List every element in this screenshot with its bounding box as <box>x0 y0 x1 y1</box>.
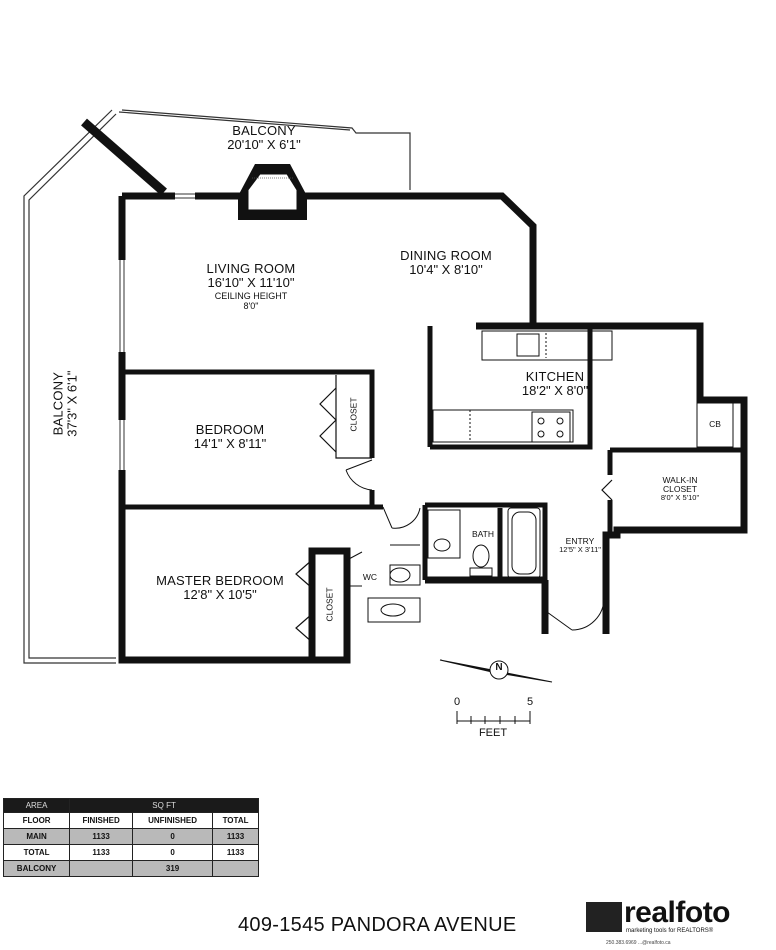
table-cell: MAIN <box>2 828 71 845</box>
kitchen-label: KITCHEN 18'2" X 8'0" <box>505 370 605 397</box>
balcony-top-label: BALCONY 20'10" X 6'1" <box>204 124 324 151</box>
kitchen-counters <box>432 330 734 448</box>
table-cell: 0 <box>132 828 214 845</box>
compass-letter: N <box>495 662 503 673</box>
scale-unit: FEET <box>478 727 508 739</box>
bedroom-label: BEDROOM 14'1" X 8'11" <box>175 423 285 450</box>
living-room-name: LIVING ROOM <box>206 261 296 276</box>
dining-room-dims: 10'4" X 8'10" <box>409 261 483 277</box>
balcony-side-label: BALCONY 37'3" X 6'1" <box>50 349 79 459</box>
table-cell <box>212 860 259 877</box>
table-row: MAIN 1133 0 1133 <box>2 828 259 845</box>
brand-name: realfoto <box>624 896 731 929</box>
table-cell: BALCONY <box>2 860 71 877</box>
table-cell <box>69 860 134 877</box>
area-table-header: AREA SQ FT <box>2 798 259 813</box>
scale-bar <box>456 711 531 724</box>
col-floor: FLOOR <box>2 812 71 829</box>
table-row: BALCONY 319 <box>2 860 259 877</box>
brand-contact: 250.383.6969 ...@realfoto.ca <box>606 940 671 946</box>
brand-mark-icon <box>586 902 622 932</box>
walk-in-closet-dims: 8'0" X 5'10" <box>660 492 700 502</box>
interior-walls <box>122 326 744 580</box>
balcony-wall-stub <box>81 118 167 196</box>
kitchen-dims: 18'2" X 8'0" <box>521 382 589 398</box>
area-header-label: AREA <box>2 798 71 813</box>
col-total: TOTAL <box>212 812 259 829</box>
property-address: 409-1545 PANDORA AVENUE <box>238 914 517 936</box>
walk-in-closet-name2: CLOSET <box>662 483 697 494</box>
living-room-label: LIVING ROOM 16'10" X 11'10" CEILING HEIG… <box>186 262 316 311</box>
bath-name: BATH <box>471 529 495 539</box>
balcony-top-name: BALCONY <box>232 123 296 138</box>
area-table-columns: FLOOR FINISHED UNFINISHED TOTAL <box>2 812 259 829</box>
door-swings <box>345 459 605 631</box>
ceiling-height-value: 8'0" <box>243 300 259 311</box>
col-unfinished: UNFINISHED <box>132 812 214 829</box>
table-cell: 1133 <box>69 828 134 845</box>
entry-name: ENTRY <box>565 536 595 546</box>
wc-name: WC <box>362 572 378 582</box>
balcony-outline <box>23 109 411 664</box>
sqft-header-label: SQ FT <box>69 798 259 813</box>
table-cell: 1133 <box>212 844 259 861</box>
dining-room-name: DINING ROOM <box>400 248 492 263</box>
bath-fixtures <box>367 507 541 623</box>
scale-start: 0 <box>453 696 461 708</box>
table-cell: TOTAL <box>2 844 71 861</box>
entry-dims: 12'5" X 3'11" <box>559 544 601 554</box>
balcony-top-dims: 20'10" X 6'1" <box>227 136 301 152</box>
bedroom-dims: 14'1" X 8'11" <box>193 435 267 451</box>
windows <box>119 193 195 470</box>
master-bedroom-dims: 12'8" X 10'5" <box>183 586 257 602</box>
scale-end: 5 <box>526 696 534 708</box>
closet-master-name: CLOSET <box>324 587 335 622</box>
brand-logo: realfoto marketing tools for REALTORS® 2… <box>586 896 756 946</box>
cb-name: CB <box>709 419 721 429</box>
brand-tagline: marketing tools for REALTORS® <box>626 928 714 934</box>
table-row: TOTAL 1133 0 1133 <box>2 844 259 861</box>
col-finished: FINISHED <box>69 812 134 829</box>
table-cell: 319 <box>132 860 214 877</box>
balcony-side-name: BALCONY <box>50 371 66 436</box>
closet-bedroom-name: CLOSET <box>348 397 359 432</box>
table-cell: 0 <box>132 844 214 861</box>
table-cell: 1133 <box>212 828 259 845</box>
closet-doors <box>295 375 613 643</box>
living-room-dims: 16'10" X 11'10" <box>207 274 295 290</box>
walk-in-closet-name: WALK-IN <box>662 475 698 485</box>
kitchen-name: KITCHEN <box>525 369 585 384</box>
compass-rose <box>439 659 553 683</box>
master-bedroom-name: MASTER BEDROOM <box>156 573 284 588</box>
ceiling-height-label: CEILING HEIGHT <box>214 291 288 302</box>
area-table: AREA SQ FT FLOOR FINISHED UNFINISHED TOT… <box>2 798 259 877</box>
entry-label: ENTRY 12'5" X 3'11" <box>545 537 615 554</box>
table-cell: 1133 <box>69 844 134 861</box>
dining-room-label: DINING ROOM 10'4" X 8'10" <box>381 249 511 276</box>
walk-in-closet-label: WALK-IN CLOSET 8'0" X 5'10" <box>640 476 720 502</box>
fireplace <box>238 164 307 220</box>
balcony-side-dims: 37'3" X 6'1" <box>64 370 79 437</box>
master-bedroom-label: MASTER BEDROOM 12'8" X 10'5" <box>140 574 300 601</box>
bedroom-name: BEDROOM <box>195 422 265 437</box>
